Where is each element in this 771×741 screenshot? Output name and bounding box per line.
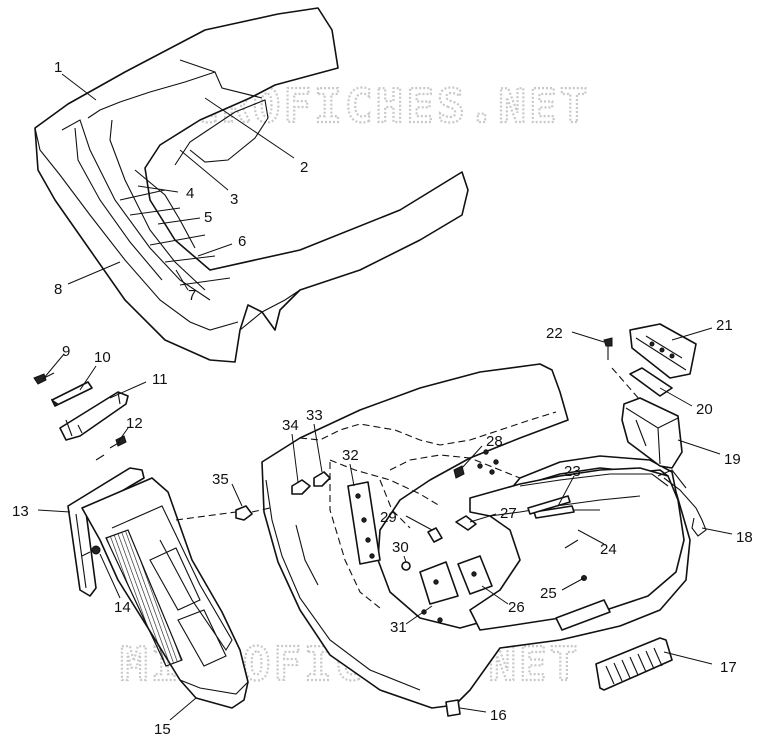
callout-3: 3: [230, 191, 238, 208]
callout-32: 32: [342, 447, 359, 464]
callout-27: 27: [500, 505, 517, 522]
leader-lines: [37, 73, 733, 721]
callout-28: 28: [486, 433, 503, 450]
callout-26: 26: [508, 599, 525, 616]
callout-34: 34: [282, 417, 299, 434]
callout-17: 17: [720, 659, 737, 676]
callout-11: 11: [152, 371, 168, 388]
lower-body-part: [261, 363, 691, 709]
callout-6: 6: [238, 233, 246, 250]
callout-13: 13: [12, 503, 29, 520]
upper-hood-part: [34, 7, 469, 363]
callout-29: 29: [380, 509, 397, 526]
callout-18: 18: [736, 529, 753, 546]
left-panel-parts: [33, 372, 249, 709]
callout-30: 30: [392, 539, 409, 556]
callout-2: 2: [300, 159, 308, 176]
callout-31: 31: [390, 619, 407, 636]
callout-35: 35: [212, 471, 229, 488]
callout-7: 7: [188, 287, 196, 304]
callout-20: 20: [696, 401, 713, 418]
callout-23: 23: [564, 463, 581, 480]
callout-5: 5: [204, 209, 212, 226]
callout-14: 14: [114, 599, 131, 616]
hardware-parts: [175, 449, 587, 717]
callout-21: 21: [716, 317, 733, 334]
callout-19: 19: [724, 451, 741, 468]
callout-1: 1: [54, 59, 62, 76]
callout-15: 15: [154, 721, 171, 738]
callout-12: 12: [126, 415, 143, 432]
callout-16: 16: [490, 707, 507, 724]
callout-25: 25: [540, 585, 557, 602]
callout-24: 24: [600, 541, 617, 558]
callout-8: 8: [54, 281, 62, 298]
callout-10: 10: [94, 349, 111, 366]
callout-4: 4: [186, 185, 194, 202]
callout-33: 33: [306, 407, 323, 424]
callout-9: 9: [62, 343, 70, 360]
callout-22: 22: [546, 325, 563, 342]
callout-numbers: 1 2 3 4 5 6 7 8 9 10 11 12 13 14 15 16 1…: [12, 59, 753, 738]
